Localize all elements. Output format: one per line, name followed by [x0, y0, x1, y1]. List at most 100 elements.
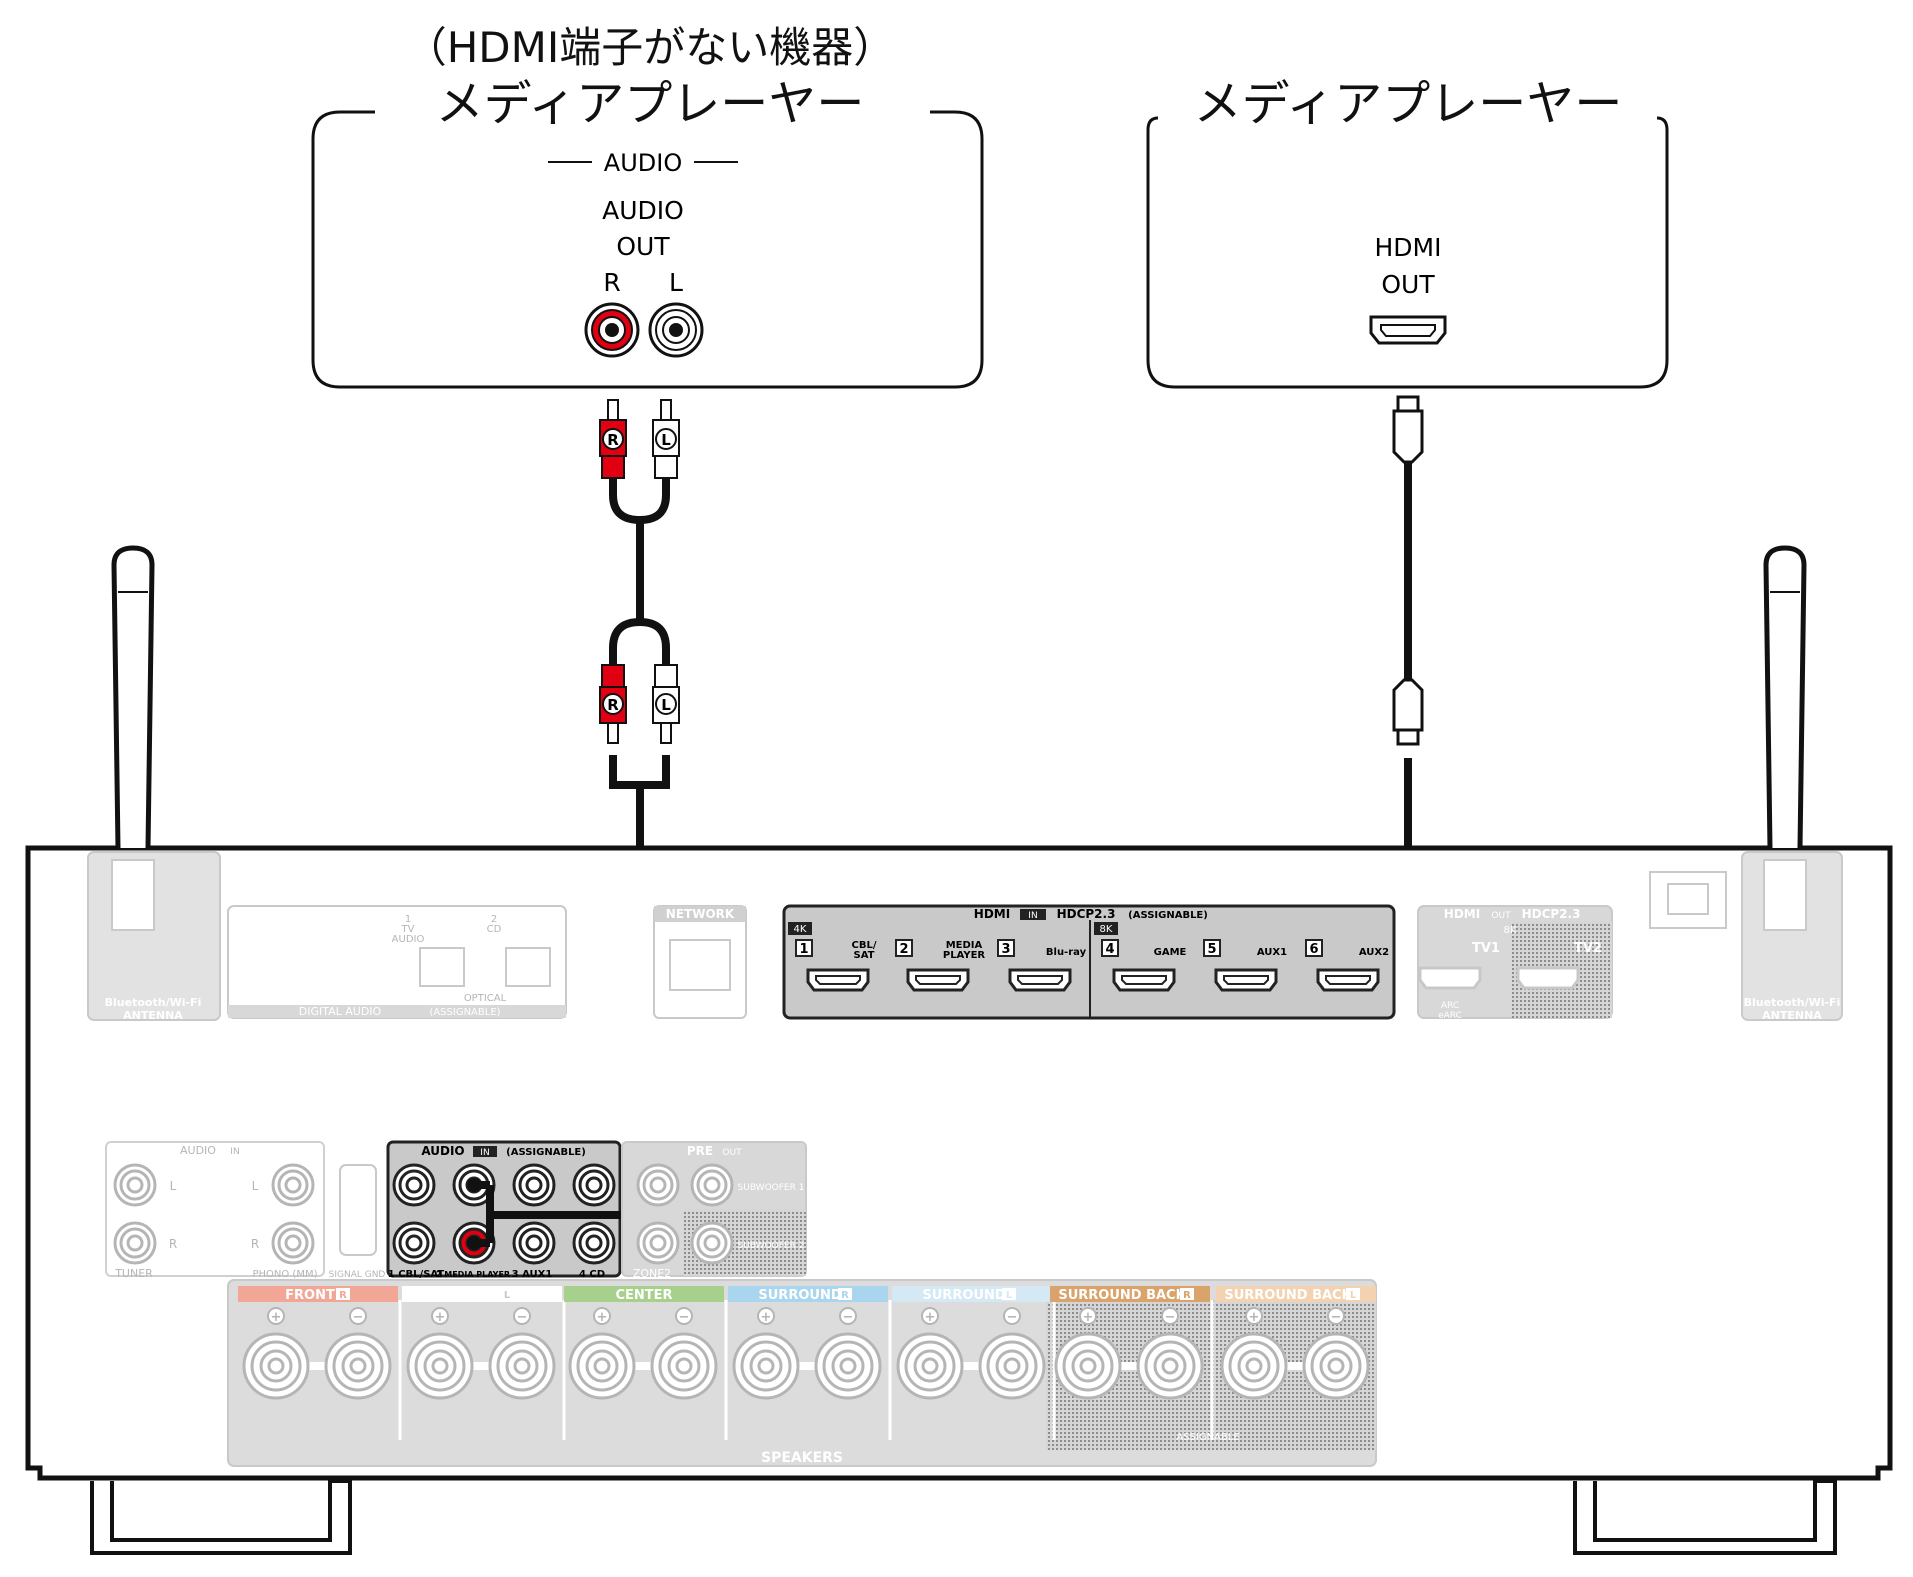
plug-r-letter-2: R	[607, 696, 619, 714]
optical-label: OPTICAL	[464, 993, 507, 1004]
badge-4k: 4K	[794, 924, 807, 935]
speaker-polarity: −	[843, 1310, 854, 1325]
audio-input-2-label: 2 MEDIA PLAYER	[436, 1270, 510, 1279]
hdmi-in-port-number: 1	[799, 942, 808, 957]
left-device-section: AUDIO	[604, 149, 682, 177]
speaker-terminal-minus	[1136, 1332, 1204, 1400]
speaker-channel-side: L	[1350, 1290, 1357, 1301]
plug-l-letter: L	[661, 431, 671, 449]
right-antenna: Bluetooth/Wi-Fi ANTENNA	[1741, 545, 1843, 1022]
optical-2-label-1: CD	[487, 924, 502, 935]
speaker-terminal-minus	[814, 1332, 882, 1400]
hdmi-jack	[1112, 968, 1176, 992]
audio-out-l-label: L	[669, 268, 683, 297]
speaker-terminal-minus	[488, 1332, 556, 1400]
subwoofer-1-label: SUBWOOFER 1	[738, 1183, 805, 1193]
audio-in-assignable-label: (ASSIGNABLE)	[506, 1147, 586, 1158]
rca-plug-r-top: R	[599, 399, 627, 479]
hdmi-in-port-number: 2	[899, 942, 908, 957]
audio-in-fixed-l-2: L	[252, 1179, 259, 1193]
hdmi-out-label-2: OUT	[1381, 270, 1435, 299]
audio-out-r-jack	[584, 302, 640, 358]
hdmi-in-port-number: 3	[1001, 942, 1010, 957]
hdmi-jack	[1008, 968, 1072, 992]
speakers-assignable-label: ASSIGNABLE	[1176, 1432, 1239, 1443]
rca-plug-l-bottom: L	[652, 664, 680, 744]
pre-out-panel: PRE OUT SUBWOOFER 1 SUBWOOFER 2 ZONE2	[621, 1141, 807, 1280]
optical-1-num: 1	[405, 914, 411, 925]
speaker-polarity: −	[1331, 1310, 1342, 1325]
right-antenna-label-2: ANTENNA	[1762, 1009, 1822, 1022]
speaker-polarity: −	[517, 1310, 528, 1325]
hdmi-out-label-1: HDMI	[1375, 233, 1442, 262]
speaker-terminal-minus	[1302, 1332, 1370, 1400]
audio-out-label-1: AUDIO	[602, 196, 684, 225]
phono-label: PHONO (MM)	[252, 1269, 317, 1280]
speaker-terminal-plus	[242, 1332, 310, 1400]
speaker-polarity: +	[597, 1310, 608, 1325]
speaker-polarity: +	[271, 1310, 282, 1325]
left-media-player: （HDMI端子がない機器） メディアプレーヤー AUDIO AUDIO OUT …	[311, 23, 984, 389]
tuner-label: TUNER	[114, 1267, 153, 1280]
hdmi-jack	[1214, 968, 1278, 992]
speaker-polarity: +	[925, 1310, 936, 1325]
audio-input-3-label: 3 AUX1	[512, 1269, 553, 1280]
digital-audio-assignable: (ASSIGNABLE)	[429, 1007, 500, 1018]
plug-l-letter-2: L	[661, 696, 671, 714]
pre-out-title: PRE	[687, 1144, 713, 1158]
hdmi-out-port	[1369, 315, 1447, 345]
pre-out-badge: OUT	[722, 1148, 742, 1158]
hdmi-in-port-number: 5	[1207, 942, 1216, 957]
optical-1-label-1: TV	[401, 924, 415, 935]
audio-in-assignable-panel: AUDIO IN (ASSIGNABLE) 1 CBL/SAT 2 MEDIA …	[386, 1140, 640, 1280]
speaker-polarity: +	[1083, 1310, 1094, 1325]
speaker-polarity: −	[353, 1310, 364, 1325]
audio-input-4-label: 4 CD	[579, 1269, 605, 1280]
speaker-channel-side: R	[339, 1290, 347, 1301]
speaker-channel-label: FRONT	[449, 1288, 499, 1303]
network-port: NETWORK	[653, 905, 747, 1019]
hdmi-out-panel: HDMI OUT HDCP2.3 8K TV1 TV2 ARC eARC	[1417, 905, 1613, 1021]
audio-in-fixed-title: AUDIO	[180, 1144, 216, 1157]
audio-in-fixed-r-1: R	[169, 1237, 177, 1251]
av-receiver-rear-panel: Bluetooth/Wi-Fi ANTENNA Bluetooth/Wi-Fi …	[25, 545, 1893, 1555]
speaker-channel-side: L	[1006, 1290, 1013, 1301]
hdmi-in-port-name-2: PLAYER	[943, 950, 986, 961]
hdmi-in-port-number: 6	[1309, 942, 1318, 957]
left-device-title: メディアプレーヤー	[436, 76, 865, 132]
hdmi-in-port-name: AUX2	[1359, 947, 1389, 958]
speaker-terminal-plus	[568, 1332, 636, 1400]
audio-out-r-label: R	[603, 268, 620, 297]
audio-in-fixed-badge: IN	[230, 1147, 239, 1157]
audio-in-fixed-l-1: L	[170, 1179, 177, 1193]
audio-input-1-label: 1 CBL/SAT	[388, 1269, 445, 1280]
speaker-polarity: +	[1249, 1310, 1260, 1325]
hdmi-jack	[806, 968, 870, 992]
badge-8k: 8K	[1100, 924, 1113, 935]
speaker-terminal-plus	[732, 1332, 800, 1400]
left-antenna-label-1: Bluetooth/Wi-Fi	[105, 996, 202, 1009]
hdmi-in-port-name: CBL/	[852, 940, 877, 951]
right-device-title: メディアプレーヤー	[1194, 76, 1623, 132]
left-antenna-label-2: ANTENNA	[123, 1009, 183, 1022]
hdmi-out-tv1: TV1	[1472, 941, 1500, 956]
audio-in-fixed-r-2: R	[251, 1237, 259, 1251]
audio-in-assignable-badge: IN	[480, 1148, 489, 1158]
speaker-terminal-minus	[650, 1332, 718, 1400]
speaker-terminal-minus	[324, 1332, 392, 1400]
speaker-channel-side: L	[504, 1290, 511, 1301]
optical-2-num: 2	[491, 914, 497, 925]
speaker-terminal-minus	[978, 1332, 1046, 1400]
speaker-polarity: −	[679, 1310, 690, 1325]
speaker-channel-side: R	[841, 1290, 849, 1301]
hdmi-out-arc: ARC	[1441, 1001, 1459, 1011]
speaker-polarity: +	[761, 1310, 772, 1325]
